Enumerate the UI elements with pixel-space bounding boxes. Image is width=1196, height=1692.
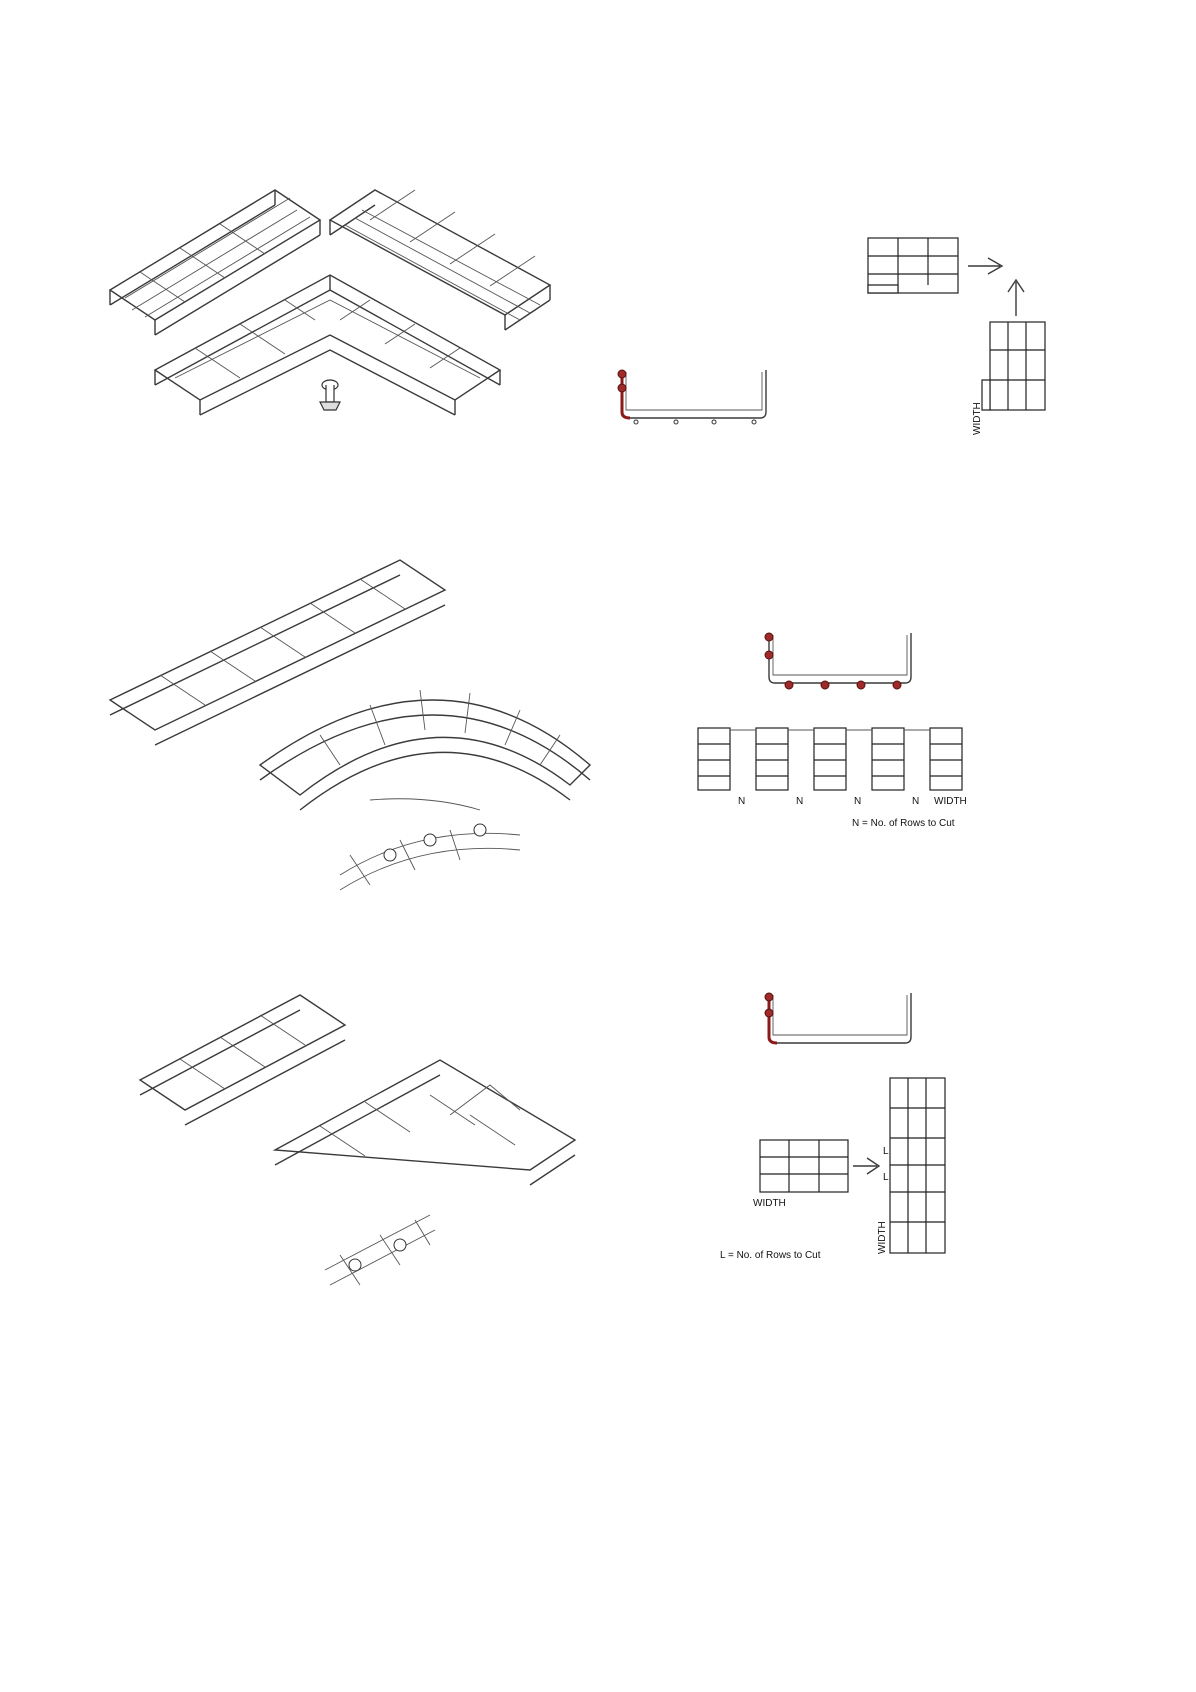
tray-section-main bbox=[272, 1059, 577, 1186]
width-label: WIDTH bbox=[972, 402, 983, 435]
tee-tray-illustration bbox=[130, 985, 630, 1315]
splice-detail bbox=[339, 798, 521, 891]
width-label-left: WIDTH bbox=[753, 1198, 786, 1209]
tray-profile-cut-step2 bbox=[755, 625, 935, 705]
width-label-right: WIDTH bbox=[877, 1221, 888, 1254]
arrow-right-icon bbox=[853, 1157, 881, 1175]
arrow-right-icon bbox=[968, 257, 1004, 275]
n-label-4: N bbox=[912, 796, 919, 807]
tray-section-curved bbox=[258, 689, 592, 811]
splice-detail bbox=[324, 1214, 436, 1286]
mesh-strips bbox=[697, 727, 963, 791]
mesh-panel-main bbox=[889, 1077, 946, 1254]
curve-cut-diagram: N N N N WIDTH N = No. of Rows to Cut bbox=[690, 720, 990, 830]
curve-tray-illustration bbox=[100, 555, 610, 905]
l-legend: L = No. of Rows to Cut bbox=[720, 1250, 821, 1261]
tray-profile-cut-step3 bbox=[755, 985, 935, 1065]
tray-section-left bbox=[108, 189, 322, 336]
tray-profile-cut-step1 bbox=[610, 360, 790, 440]
n-label-2: N bbox=[796, 796, 803, 807]
bolt-icon bbox=[319, 379, 341, 411]
corner-cut-diagram: WIDTH bbox=[860, 230, 1080, 470]
n-label-3: N bbox=[854, 796, 861, 807]
arrow-up-icon bbox=[1007, 278, 1025, 316]
n-label-1: N bbox=[738, 796, 745, 807]
tray-section-cut bbox=[108, 559, 447, 746]
width-label: WIDTH bbox=[934, 796, 967, 807]
mesh-panel-vertical bbox=[981, 321, 1046, 411]
tray-section-corner bbox=[153, 274, 502, 416]
corner-tray-illustration bbox=[100, 180, 620, 460]
tray-section-branch bbox=[138, 994, 347, 1126]
n-legend: N = No. of Rows to Cut bbox=[852, 818, 955, 829]
tray-section-right bbox=[328, 189, 552, 331]
mesh-panel-branch bbox=[759, 1139, 849, 1193]
l-label-1: L bbox=[883, 1146, 889, 1157]
mesh-panel-horizontal bbox=[867, 237, 959, 294]
l-label-2: L bbox=[883, 1172, 889, 1183]
tee-cut-diagram: WIDTH L L WIDTH L = No. of Rows to Cut bbox=[715, 1070, 1035, 1270]
